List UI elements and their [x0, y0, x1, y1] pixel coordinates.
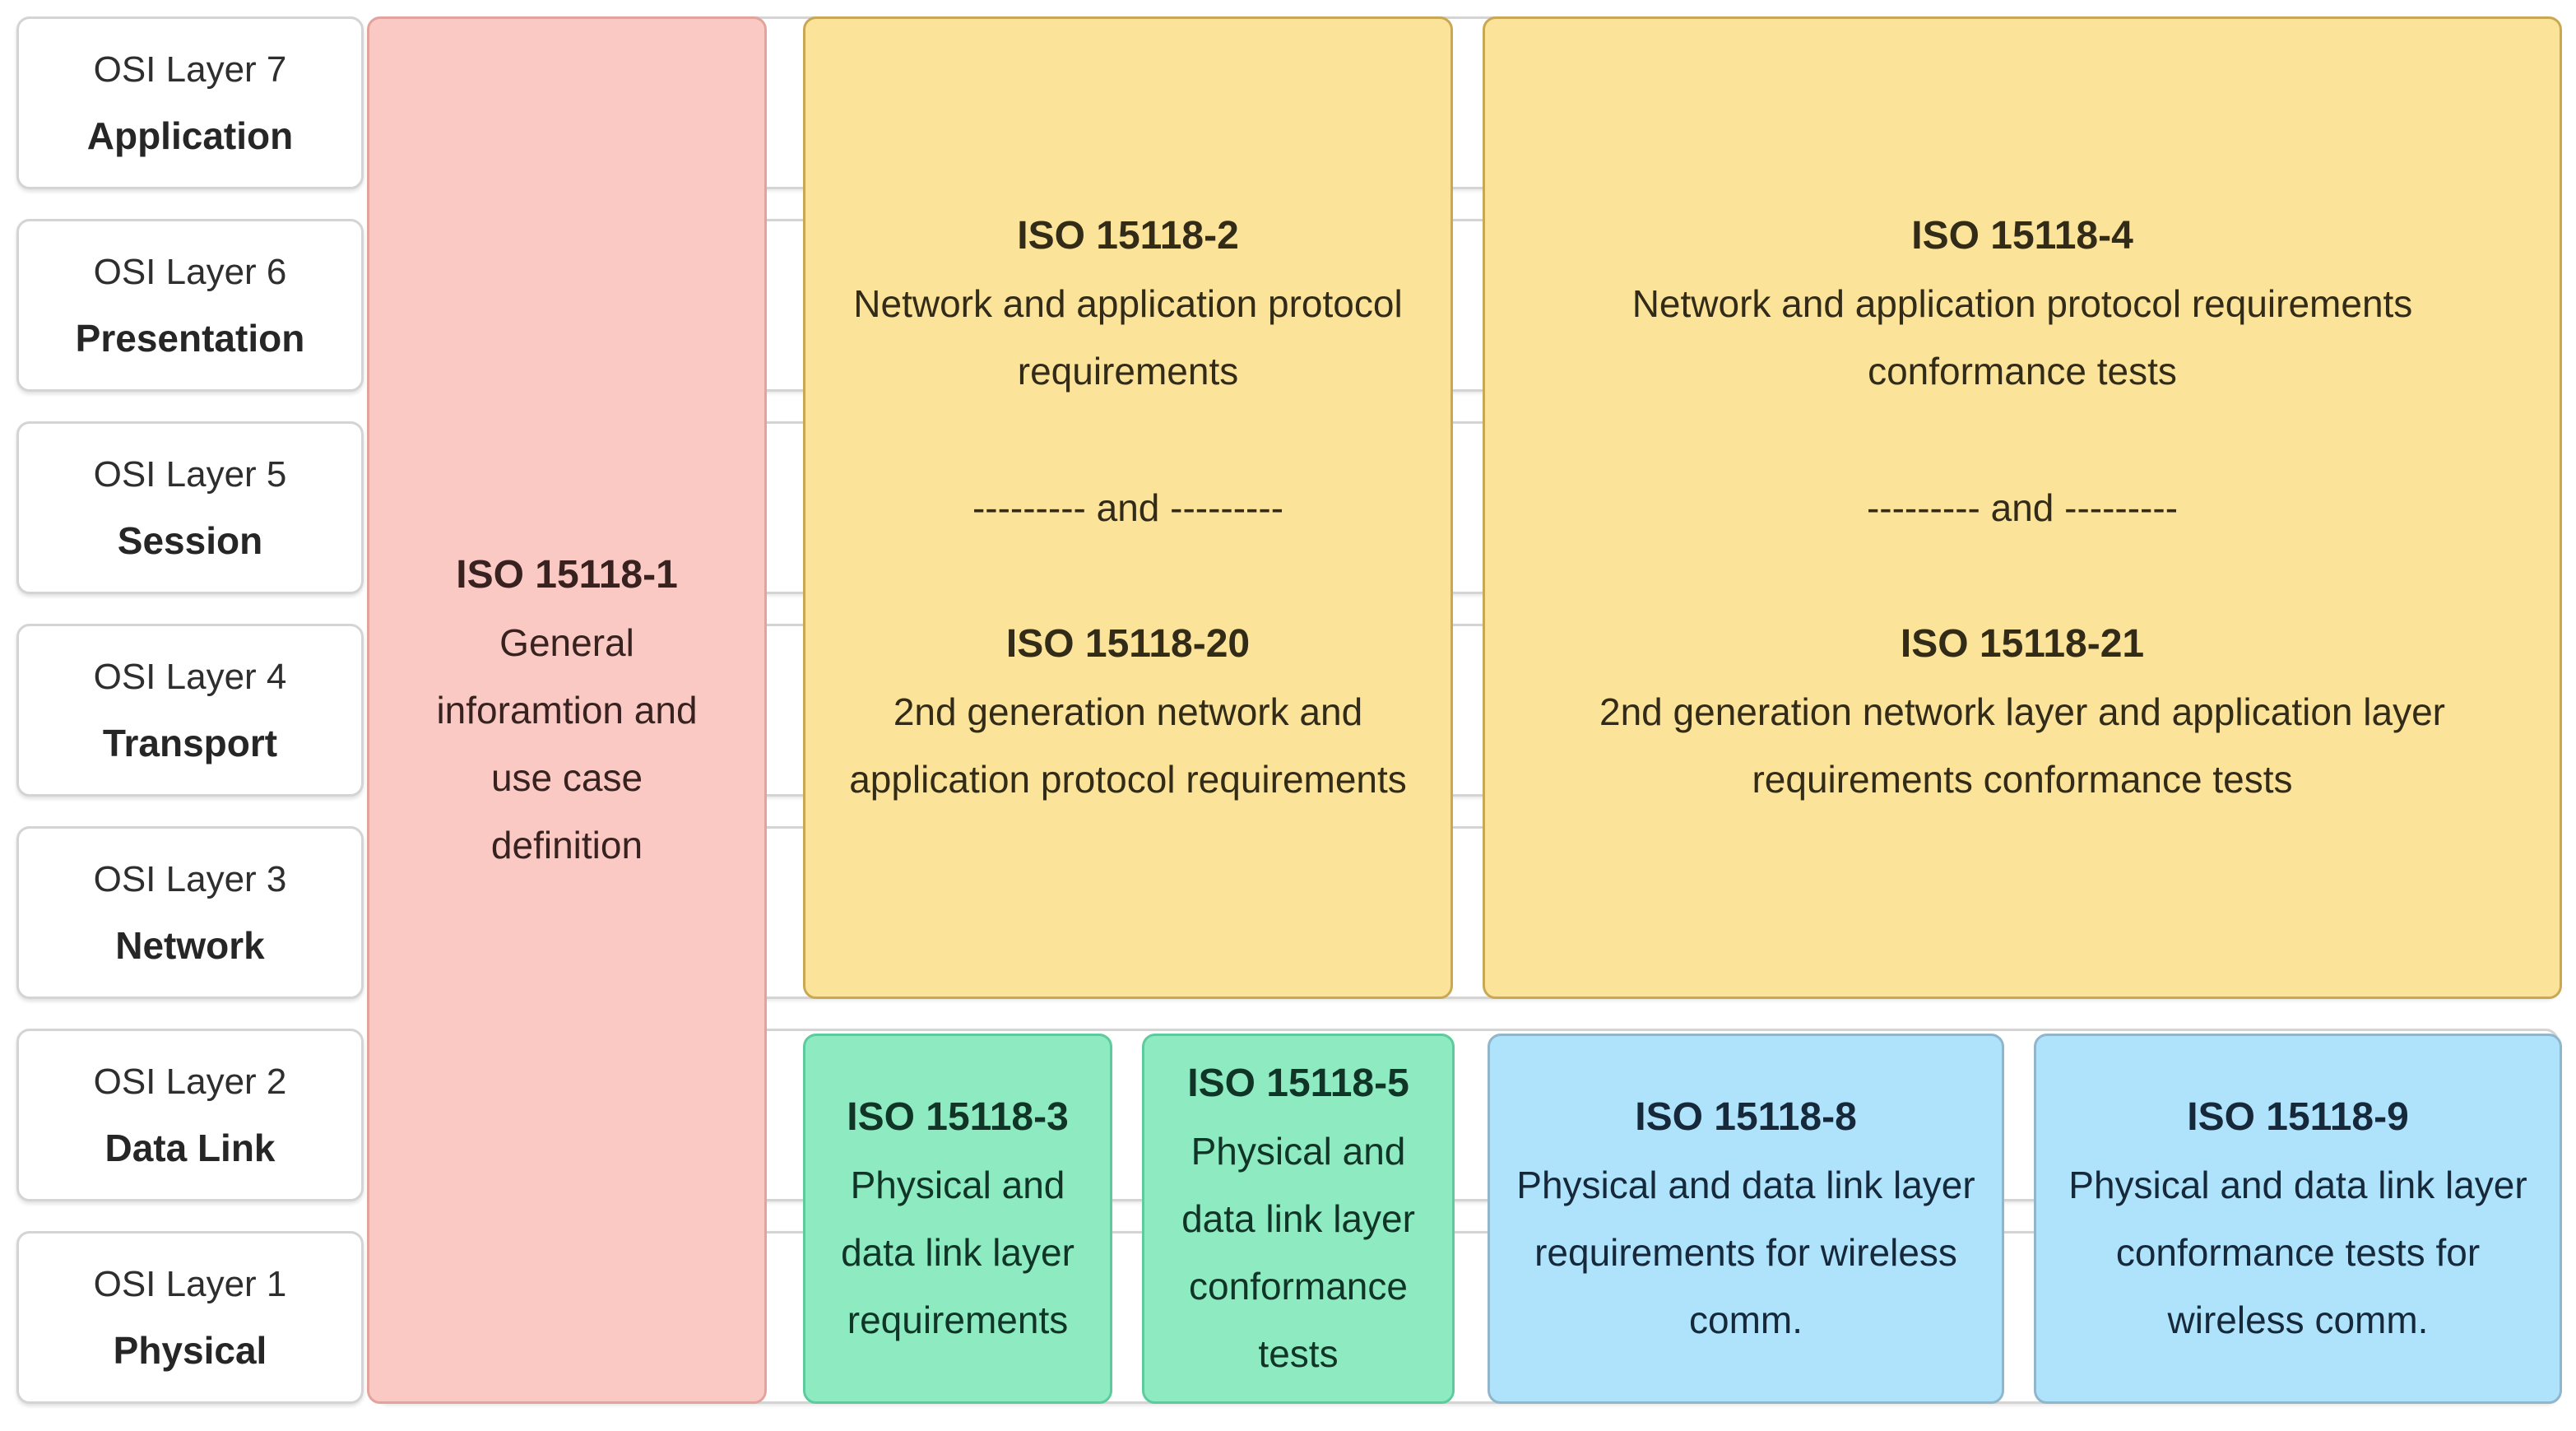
- osi-layer-7-box: OSI Layer 7 Application: [16, 16, 364, 189]
- osi-layer-name: Presentation: [75, 317, 305, 360]
- osi-layer-name: Transport: [102, 722, 278, 764]
- osi-layer-number: OSI Layer 7: [93, 49, 287, 90]
- osi-layer-5-box: OSI Layer 5 Session: [16, 421, 364, 594]
- osi-layer-4-box: OSI Layer 4 Transport: [16, 624, 364, 797]
- iso-15118-5-box: ISO 15118-5 Physical and data link layer…: [1142, 1034, 1455, 1404]
- iso-15118-9-box: ISO 15118-9 Physical and data link layer…: [2034, 1034, 2562, 1404]
- standard-title: ISO 15118-21: [1900, 622, 2145, 666]
- standard-description: Physical and data link layer requirement…: [841, 1164, 1074, 1341]
- standard-description: Network and application protocol require…: [853, 282, 1403, 393]
- osi-layer-name: Session: [117, 519, 263, 562]
- standard-description: 2nd generation network layer and applica…: [1599, 690, 2445, 801]
- standard-description: Physical and data link layer conformance…: [2068, 1164, 2527, 1341]
- standard-title: ISO 15118-1: [456, 553, 678, 597]
- standard-title: ISO 15118-8: [1635, 1095, 1857, 1139]
- osi-layer-number: OSI Layer 1: [93, 1264, 287, 1304]
- iso-15118-1-box: ISO 15118-1 General inforamtion and use …: [367, 16, 767, 1404]
- iso-15118-2-20-box: ISO 15118-2 Network and application prot…: [803, 16, 1453, 999]
- osi-layer-name: Data Link: [104, 1127, 276, 1169]
- iso-15118-3-box: ISO 15118-3 Physical and data link layer…: [803, 1034, 1112, 1404]
- osi-layer-number: OSI Layer 2: [93, 1062, 287, 1102]
- osi-layer-name: Application: [86, 114, 294, 157]
- osi-layer-2-box: OSI Layer 2 Data Link: [16, 1029, 364, 1201]
- osi-layer-3-box: OSI Layer 3 Network: [16, 826, 364, 999]
- standard-description: General inforamtion and use case definit…: [436, 621, 698, 866]
- osi-layer-name: Physical: [113, 1329, 267, 1372]
- osi-layer-number: OSI Layer 4: [93, 657, 287, 697]
- standard-description: 2nd generation network and application p…: [849, 690, 1407, 801]
- standard-title: ISO 15118-9: [2187, 1095, 2409, 1139]
- iso-15118-8-box: ISO 15118-8 Physical and data link layer…: [1488, 1034, 2004, 1404]
- iso-15118-4-21-box: ISO 15118-4 Network and application prot…: [1483, 16, 2562, 999]
- standard-title: ISO 15118-20: [1005, 622, 1251, 666]
- standard-description: Physical and data link layer conformance…: [1181, 1130, 1415, 1375]
- standard-title: ISO 15118-4: [1911, 214, 2133, 258]
- standard-title: ISO 15118-2: [1017, 214, 1239, 258]
- osi-layer-1-box: OSI Layer 1 Physical: [16, 1231, 364, 1404]
- and-separator: --------- and ---------: [972, 486, 1284, 529]
- osi-layer-number: OSI Layer 5: [93, 454, 287, 495]
- osi-layer-6-box: OSI Layer 6 Presentation: [16, 219, 364, 392]
- osi-layer-number: OSI Layer 6: [93, 252, 287, 292]
- osi-layer-number: OSI Layer 3: [93, 859, 287, 899]
- osi-layer-name: Network: [115, 924, 265, 967]
- standard-description: Network and application protocol require…: [1631, 282, 2413, 393]
- standard-title: ISO 15118-3: [847, 1095, 1069, 1139]
- standard-description: Physical and data link layer requirement…: [1516, 1164, 1975, 1341]
- and-separator: --------- and ---------: [1866, 486, 2179, 529]
- standard-title: ISO 15118-5: [1187, 1062, 1409, 1105]
